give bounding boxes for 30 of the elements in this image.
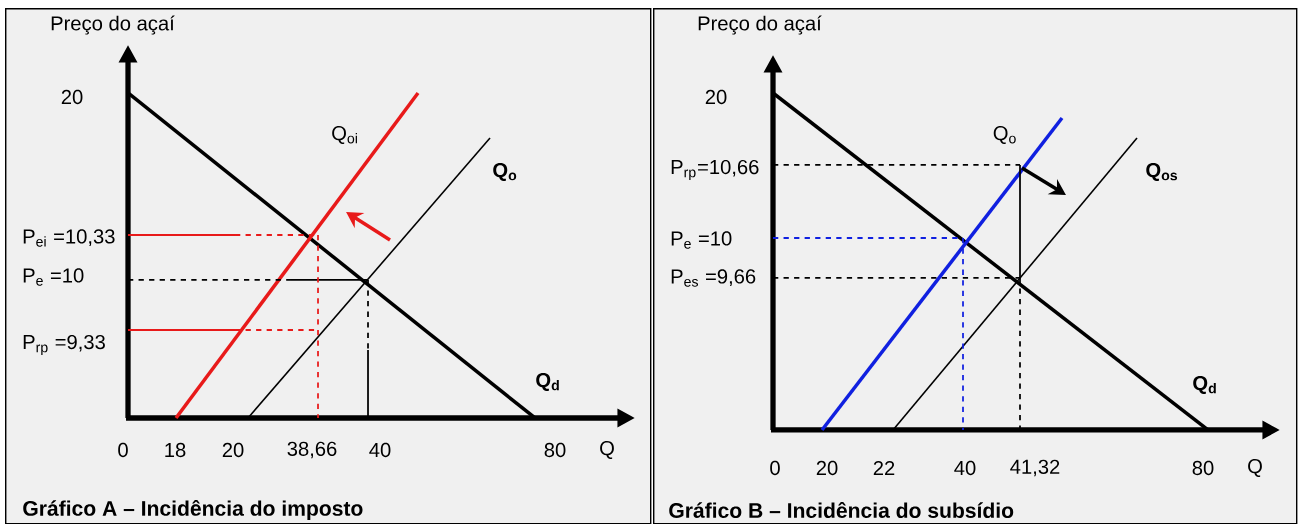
tick-label: 20: [61, 89, 83, 105]
price-label: P$_{ei}$ =10,33: [23, 229, 115, 247]
tick-label: 80: [544, 442, 566, 458]
price-label: P$_{es}$ =9,66: [671, 269, 756, 287]
axis-title: Q: [600, 441, 614, 459]
curve-label: Q$_{o}$: [493, 162, 517, 181]
tick-label: 18: [165, 442, 186, 458]
price-label: P$_{rp}$ =9,33: [23, 334, 105, 356]
tick-label: 41,32: [1010, 459, 1060, 477]
price-label: P$_{e}$ =10: [671, 231, 732, 249]
tick-label: 40: [954, 460, 976, 476]
tick-label: 20: [816, 460, 838, 476]
axis-title: Preço do açaí: [51, 15, 175, 35]
axis-title: Q: [1248, 459, 1262, 477]
curve-label: Q$_{os}$: [1146, 162, 1178, 181]
tick-label: 22: [873, 460, 895, 476]
tick-label: 0: [118, 442, 128, 458]
curve-label: Q$_{oi}$: [332, 126, 357, 144]
price-label: P$_{rp}$=10,66: [671, 159, 759, 181]
axis-title: Preço do açaí: [698, 15, 822, 35]
price-label: P$_{e}$ =10: [23, 268, 84, 286]
tick-label: 38,66: [287, 441, 337, 459]
curve-label: Q$_{d}$: [1193, 375, 1216, 394]
curve-label: Q$_{o}$: [993, 126, 1016, 144]
curve-label: Q$_{d}$: [536, 372, 559, 391]
tick-label: 80: [1192, 460, 1214, 476]
tick-label: 20: [222, 442, 244, 458]
tick-label: 20: [705, 89, 727, 105]
tick-label: 0: [770, 460, 780, 476]
tick-label: 40: [369, 442, 391, 458]
